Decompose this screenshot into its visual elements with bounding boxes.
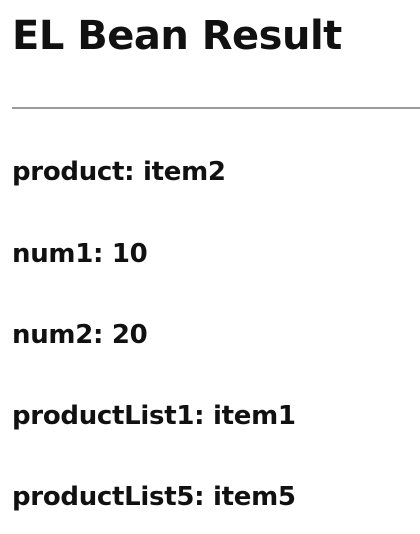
- result-line-product-list-5: productList5: item5: [12, 482, 296, 512]
- result-line-product-list-1: productList1: item1: [12, 401, 296, 431]
- result-value: 10: [111, 239, 148, 269]
- result-label: num2: [12, 320, 94, 350]
- result-label: num1: [12, 239, 94, 269]
- result-value: item5: [213, 482, 296, 512]
- result-label: productList5: [12, 482, 195, 512]
- result-value: 20: [111, 320, 148, 350]
- horizontal-rule: [12, 107, 420, 109]
- result-value: item2: [143, 157, 226, 187]
- result-line-num1: num1: 10: [12, 239, 148, 269]
- result-label: product: [12, 157, 125, 187]
- result-line-num2: num2: 20: [12, 320, 148, 350]
- page-title: EL Bean Result: [12, 13, 342, 59]
- result-value: item1: [213, 401, 296, 431]
- result-label: productList1: [12, 401, 195, 431]
- result-line-product: product: item2: [12, 157, 226, 187]
